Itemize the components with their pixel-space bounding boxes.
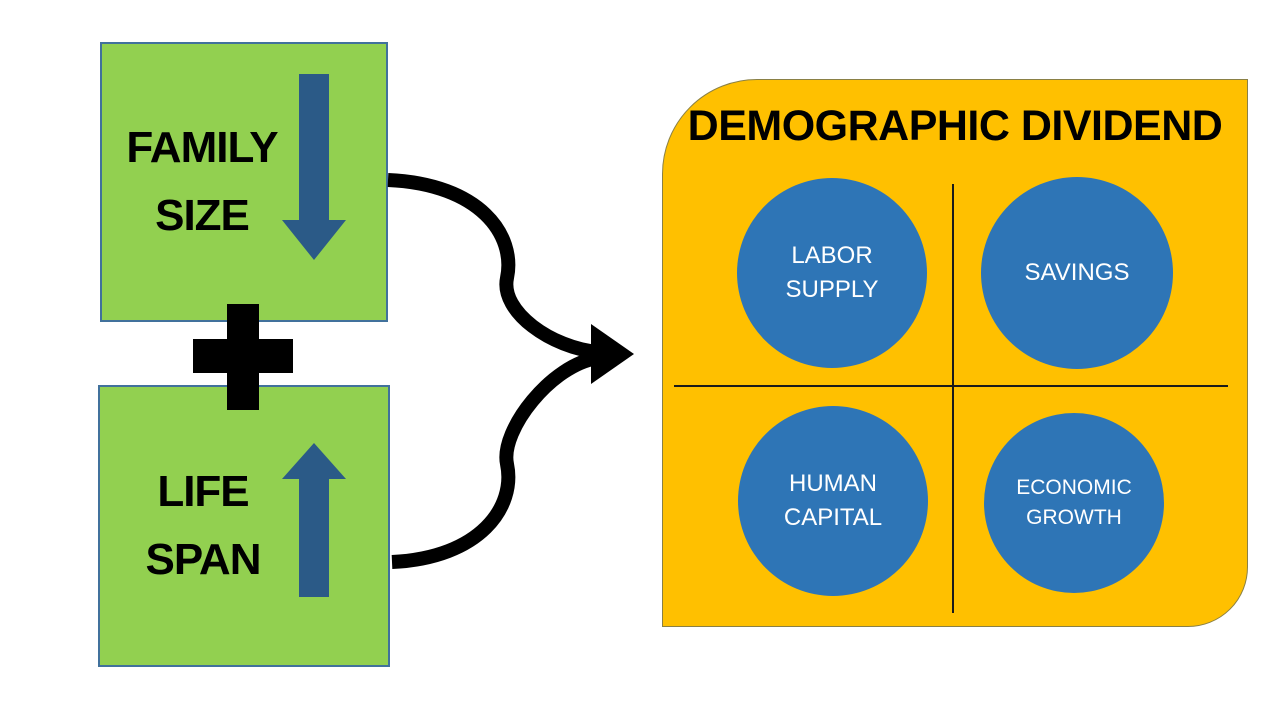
labor-supply-text: LABOR SUPPLY: [786, 239, 879, 307]
life-span-label: LIFE SPAN: [100, 458, 306, 594]
savings-circle: SAVINGS: [981, 177, 1173, 369]
human-capital-line2: CAPITAL: [783, 504, 883, 531]
quadrant-divider-vertical: [952, 184, 954, 613]
panel-title: DEMOGRAPHIC DIVIDEND: [687, 102, 1223, 150]
life-span-label-line1: LIFE: [157, 466, 249, 516]
merge-arrow-top-curve: [387, 173, 599, 359]
human-capital-text: HUMAN CAPITAL: [784, 467, 882, 535]
economic-growth-text: ECONOMIC GROWTH: [1016, 473, 1132, 534]
economic-growth-circle: ECONOMIC GROWTH: [984, 413, 1164, 593]
life-span-box: LIFE SPAN: [98, 385, 390, 667]
demographic-dividend-panel: DEMOGRAPHIC DIVIDEND LABOR SUPPLY SAVING…: [662, 79, 1248, 627]
arrow-down-icon: [282, 74, 346, 260]
family-size-label-line2: SIZE: [155, 191, 250, 240]
family-size-label: FAMILY SIZE: [102, 114, 302, 250]
merge-arrowhead-icon: [591, 324, 634, 384]
arrow-down-shape: [282, 74, 346, 260]
quadrant-divider-horizontal: [674, 385, 1228, 387]
family-size-label-line1: FAMILY: [126, 122, 278, 172]
human-capital-circle: HUMAN CAPITAL: [738, 406, 928, 596]
labor-supply-line1: LABOR: [791, 241, 873, 269]
labor-supply-line2: SUPPLY: [785, 276, 879, 303]
life-span-label-line2: SPAN: [145, 535, 262, 584]
family-size-box: FAMILY SIZE: [100, 42, 388, 322]
human-capital-line1: HUMAN: [789, 469, 877, 497]
arrow-up-icon: [282, 443, 346, 597]
economic-growth-line1: ECONOMIC: [1016, 475, 1132, 499]
merge-arrow-bottom-curve: [391, 351, 600, 569]
savings-line1: SAVINGS: [1024, 258, 1130, 286]
economic-growth-line2: GROWTH: [1026, 506, 1122, 529]
savings-text: SAVINGS: [1025, 256, 1130, 290]
arrow-up-shape: [282, 443, 346, 597]
labor-supply-circle: LABOR SUPPLY: [737, 178, 927, 368]
